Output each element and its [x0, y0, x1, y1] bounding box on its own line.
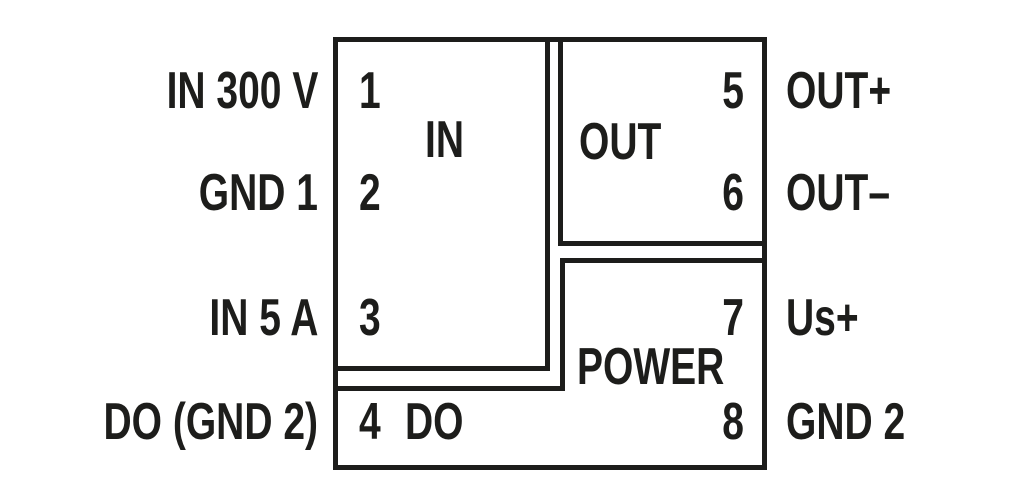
in-block-label: IN — [425, 111, 464, 169]
external-label-do-gnd-2: DO (GND 2) — [103, 393, 319, 451]
pin-number-1: 1 — [359, 62, 381, 120]
pin-number-7: 7 — [722, 289, 744, 347]
external-label-us-plus: Us+ — [786, 289, 859, 347]
pin-number-2: 2 — [359, 164, 381, 222]
out-block-outline — [558, 39, 763, 246]
pin-number-4: 4 — [359, 393, 381, 451]
pin-4-do-label: DO — [405, 393, 464, 451]
external-label-in-5a: IN 5 A — [208, 289, 318, 347]
external-label-out-minus: OUT– — [786, 164, 891, 222]
out-block-label: OUT — [579, 113, 662, 171]
pin-number-8: 8 — [722, 393, 744, 451]
pin-number-5: 5 — [722, 62, 744, 120]
external-label-in-300v: IN 300 V — [166, 62, 318, 120]
in-block-outline — [336, 39, 550, 371]
external-label-out-plus: OUT+ — [786, 62, 892, 120]
external-label-gnd-2: GND 2 — [786, 393, 906, 451]
outer-box-outline — [333, 37, 767, 470]
pin-number-6: 6 — [722, 164, 744, 222]
power-block-outline — [336, 258, 763, 391]
pin-number-3: 3 — [359, 289, 381, 347]
power-block-label: POWER — [577, 338, 725, 396]
external-label-gnd-1: GND 1 — [198, 164, 318, 222]
